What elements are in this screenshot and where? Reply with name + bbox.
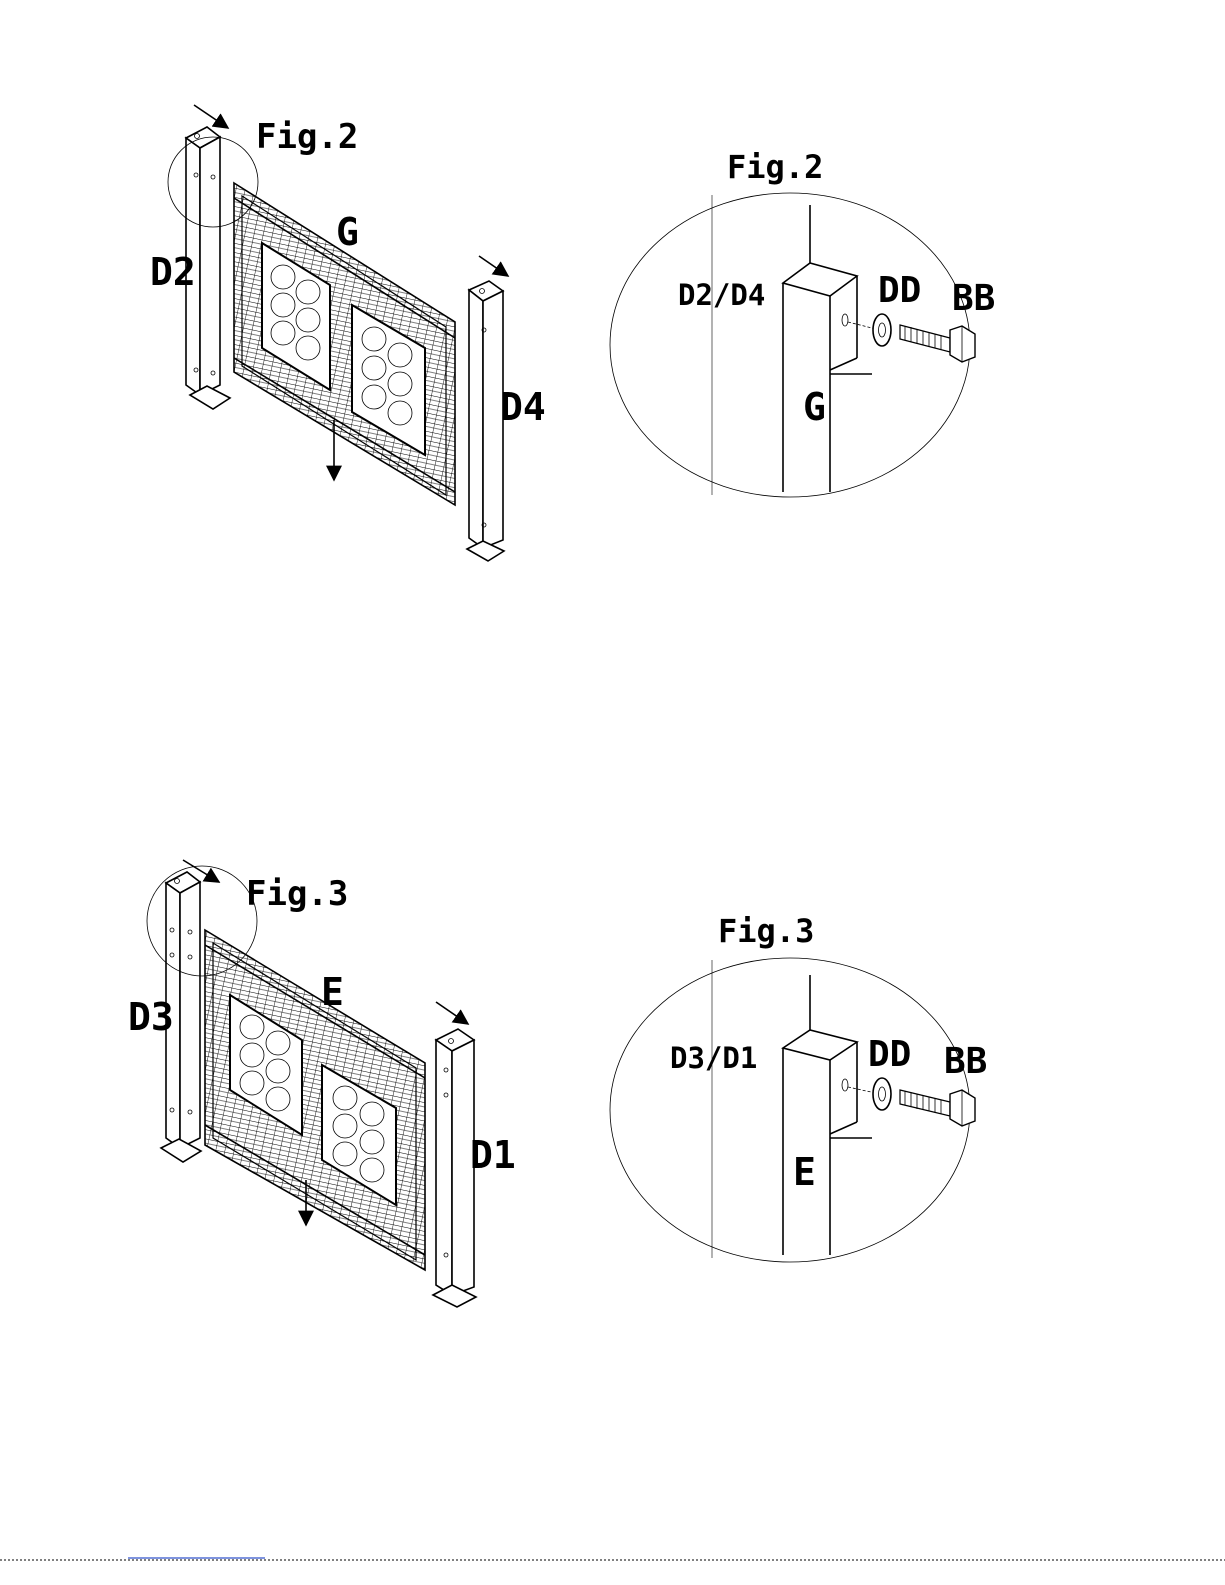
fig2-post-right-label: D4 <box>500 385 546 429</box>
fig2-detail-post-label: D2/D4 <box>678 278 765 312</box>
fig3-callout-label: Fig.3 <box>246 874 348 914</box>
fig3-detail-bolt-label: BB <box>944 1041 987 1082</box>
fig3-exploded-view: Fig.3 D3 E D1 <box>128 860 516 1307</box>
fig2-detail-washer-label: DD <box>878 270 921 311</box>
fig2-detail-view: Fig.2 D2/D4 DD BB G <box>610 148 995 497</box>
fig2-detail-bolt-label: BB <box>952 278 995 319</box>
fig3-post-right-label: D1 <box>470 1133 516 1177</box>
fig2-arrow-left <box>194 105 228 128</box>
fig3-detail-view: Fig.3 D3/D1 DD BB E <box>610 912 987 1262</box>
fig2-post-left-label: D2 <box>150 250 196 294</box>
fig3-post-left-label: D3 <box>128 995 174 1039</box>
fig2-exploded-view: Fig.2 D2 G D4 <box>150 105 546 561</box>
fig2-detail-title: Fig.2 <box>727 148 823 186</box>
fig2-callout-label: Fig.2 <box>256 117 358 157</box>
fig3-detail-washer-label: DD <box>868 1034 911 1075</box>
fig2-panel-label: G <box>336 210 359 254</box>
fig2-detail-panel-label: G <box>803 385 826 429</box>
fig3-panel-label: E <box>321 970 344 1014</box>
fig3-panel <box>205 930 425 1270</box>
fig3-detail-panel-label: E <box>793 1150 816 1194</box>
fig3-detail-title: Fig.3 <box>718 912 814 950</box>
fig3-detail-post-label: D3/D1 <box>670 1041 757 1075</box>
